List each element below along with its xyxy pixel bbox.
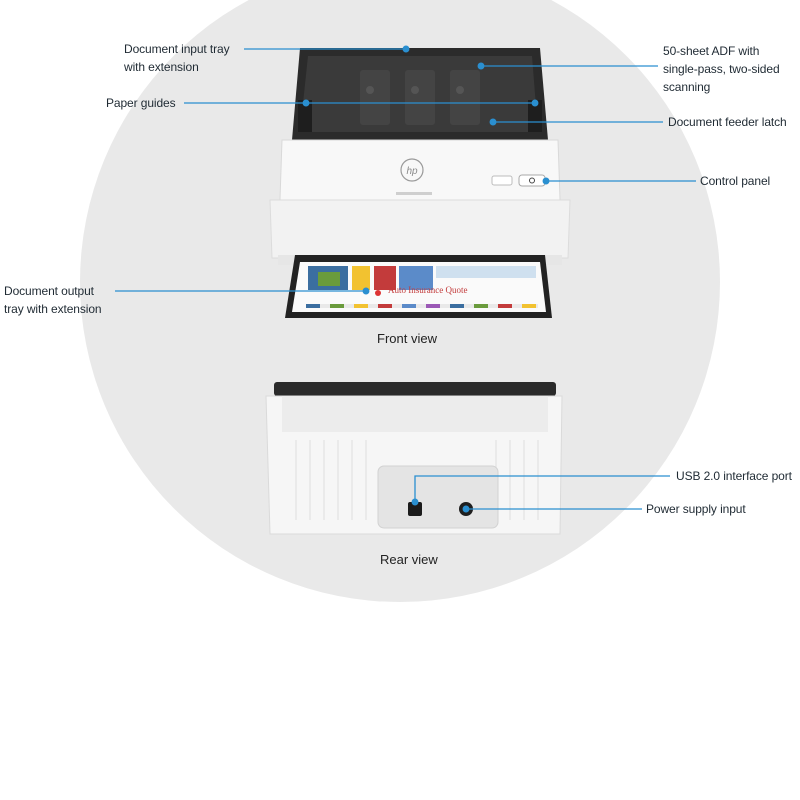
caption-front-view: Front view	[377, 331, 437, 346]
output-tray	[285, 255, 552, 318]
document-title: Auto Insurance Quote	[388, 285, 468, 295]
hp-logo-icon: hp	[396, 158, 432, 195]
control-panel	[491, 174, 546, 187]
callout-adf: 50-sheet ADF with single-pass, two-sided…	[663, 42, 780, 96]
callout-input-tray-line1: Document input tray	[124, 42, 230, 56]
svg-text:hp: hp	[406, 166, 418, 177]
callout-adf-line2: single-pass, two-sided	[663, 62, 780, 76]
caption-rear-view: Rear view	[380, 552, 438, 567]
callout-output-tray-line1: Document output	[4, 284, 94, 298]
callout-adf-line1: 50-sheet ADF with	[663, 44, 760, 58]
callout-input-tray-line2: with extension	[124, 60, 199, 74]
scanner-front-body	[269, 139, 571, 265]
callout-adf-line3: scanning	[663, 80, 711, 94]
callout-input-tray: Document input tray with extension	[124, 40, 230, 76]
callout-output-tray-line2: tray with extension	[4, 302, 102, 316]
callout-power-input: Power supply input	[646, 502, 746, 516]
usb-port	[408, 502, 422, 516]
callout-lines	[115, 45, 696, 513]
input-tray	[292, 48, 548, 140]
scanner-rear-body	[265, 382, 563, 535]
callout-paper-guides: Paper guides	[106, 96, 176, 110]
callout-control-panel: Control panel	[700, 174, 771, 188]
callout-output-tray: Document output tray with extension	[4, 282, 102, 318]
callout-usb-port: USB 2.0 interface port	[676, 469, 792, 483]
callout-feeder-latch: Document feeder latch	[668, 115, 787, 129]
paper-guides	[298, 100, 542, 132]
power-button-icon	[529, 177, 535, 184]
